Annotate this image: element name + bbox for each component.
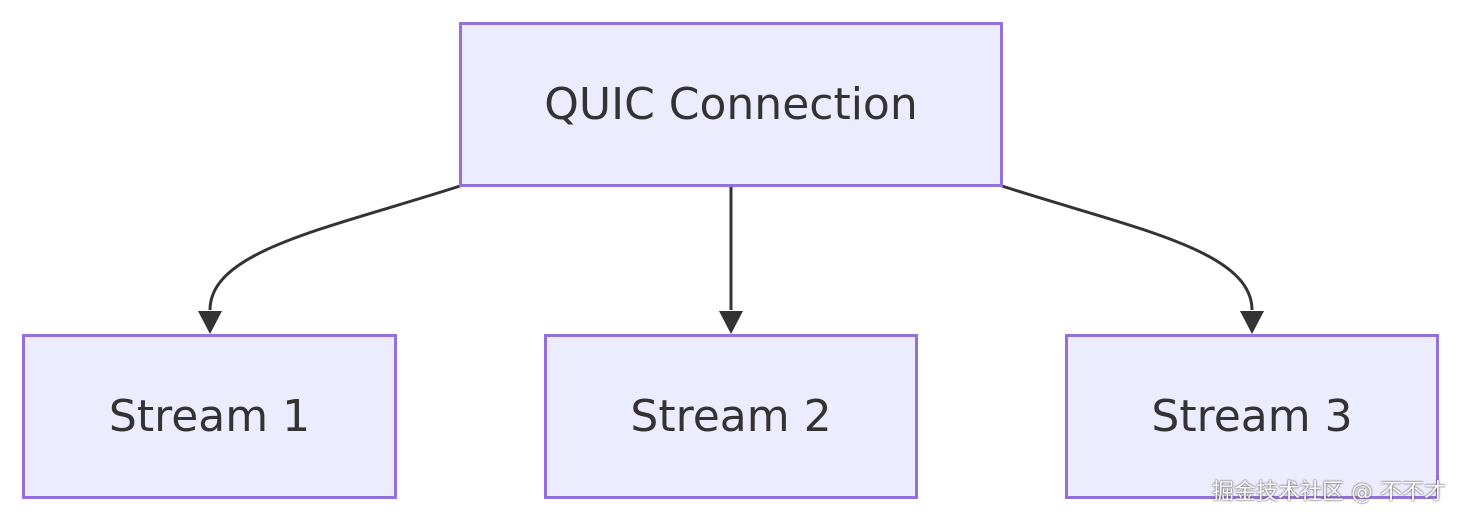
arrowhead-stream3 bbox=[1240, 311, 1264, 334]
node-label-stream-3: Stream 3 bbox=[1151, 391, 1353, 442]
node-label-stream-2: Stream 2 bbox=[630, 391, 832, 442]
arrowhead-stream2 bbox=[719, 311, 743, 334]
node-quic-connection: QUIC Connection bbox=[459, 22, 1003, 187]
node-label-quic-connection: QUIC Connection bbox=[544, 79, 918, 130]
watermark-text: 掘金技术社区 @ 不不才 bbox=[1212, 480, 1446, 505]
node-stream-3: Stream 3 bbox=[1065, 334, 1439, 499]
node-stream-2: Stream 2 bbox=[544, 334, 918, 499]
arrowhead-stream1 bbox=[198, 311, 222, 334]
node-label-stream-1: Stream 1 bbox=[108, 391, 311, 442]
edge-root-to-stream3 bbox=[1001, 184, 1254, 311]
edge-root-to-stream1 bbox=[208, 184, 461, 311]
node-stream-1: Stream 1 bbox=[22, 334, 397, 499]
